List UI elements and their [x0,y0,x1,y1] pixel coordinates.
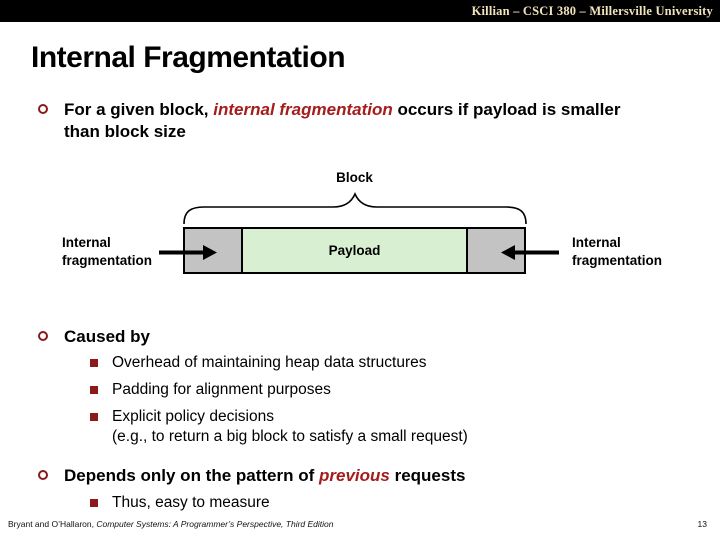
bullet-text-segment: requests [389,466,466,485]
bullet-text: Caused by [64,327,150,346]
sub-bullet-item: Thus, easy to measure [88,493,648,513]
memory-block: Payload [183,227,526,274]
internal-fragmentation-label-right: Internal fragmentation [572,235,663,268]
sub-bullet-text: Thus, easy to measure [112,494,270,511]
sub-bullet-list: Overhead of maintaining heap data struct… [88,353,648,454]
bullet-text-segment: For a given block, [64,100,214,119]
bullet-item: Caused by [36,326,150,348]
sub-bullet-line: Explicit policy decisions [112,408,274,425]
sub-bullet-line: (e.g., to return a big block to satisfy … [112,428,468,445]
page-number: 13 [697,519,707,529]
sub-bullet-item: Padding for alignment purposes [88,380,648,400]
sub-bullet-item: Overhead of maintaining heap data struct… [88,353,648,373]
bullet-item: For a given block, internal fragmentatio… [36,99,650,143]
sub-bullet-text: Explicit policy decisions (e.g., to retur… [112,407,468,447]
page-title: Internal Fragmentation [31,41,346,74]
square-bullet-icon [90,413,98,421]
bullet-text-segment: occurs if payload is smaller than block … [64,100,621,141]
course-info-text: Killian – CSCI 380 – Millersville Univer… [471,3,713,18]
block-label: Block [336,170,373,185]
internal-fragmentation-segment-left [185,229,243,272]
square-bullet-icon [90,386,98,394]
circle-bullet-icon [38,331,48,341]
arrow-left-icon [501,245,559,260]
curly-brace-icon [183,192,527,225]
sub-bullet-list: Thus, easy to measure [88,493,648,520]
circle-bullet-icon [38,470,48,480]
footer-citation: Bryant and O’Hallaron, Computer Systems:… [8,519,334,529]
arrow-right-icon [159,245,217,260]
footer-book-title: Computer Systems: A Programmer’s Perspec… [96,519,334,529]
bullet-text-emphasis: internal fragmentation [213,100,393,119]
course-banner: Killian – CSCI 380 – Millersville Univer… [0,0,720,22]
payload-segment: Payload [243,229,466,272]
circle-bullet-icon [38,104,48,114]
sub-bullet-item: Explicit policy decisions (e.g., to retur… [88,407,648,447]
internal-fragmentation-label-left: Internal fragmentation [62,235,153,268]
sub-bullet-text: Overhead of maintaining heap data struct… [112,354,427,371]
bullet-item: Depends only on the pattern of previous … [36,465,656,487]
footer-authors: Bryant and O’Hallaron, [8,519,97,529]
bullet-text-segment: Depends only on the pattern of [64,466,320,485]
internal-fragmentation-segment-right [466,229,524,272]
bullet-text: For a given block, internal fragmentatio… [64,99,650,143]
bullet-text: Depends only on the pattern of previous … [64,465,465,487]
bullet-text-emphasis: previous [319,466,390,485]
payload-label: Payload [328,243,381,258]
sub-bullet-text: Padding for alignment purposes [112,381,331,398]
square-bullet-icon [90,499,98,507]
square-bullet-icon [90,359,98,367]
